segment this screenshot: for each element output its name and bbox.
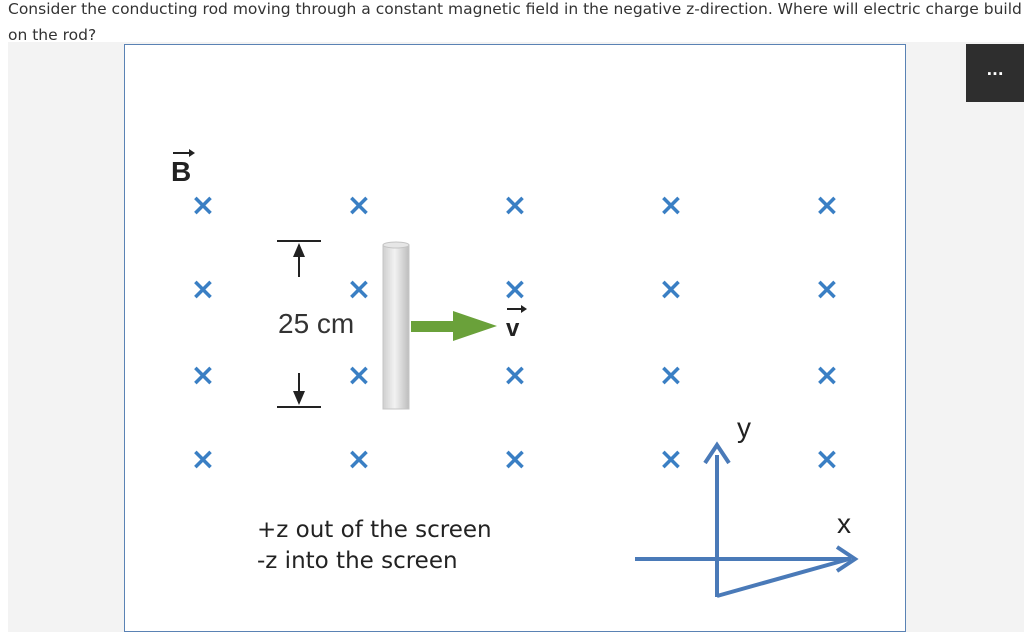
more-options-button[interactable]: ... [966, 44, 1024, 102]
magnetic-field-label: B [171, 149, 195, 187]
length-label: 25 cm [278, 308, 354, 339]
velocity-arrow [411, 311, 497, 341]
field-symbol: B [171, 156, 191, 187]
field-cross-icon: × [190, 358, 215, 393]
field-cross-icon: × [814, 442, 839, 477]
field-cross-icon: × [502, 358, 527, 393]
conducting-rod [382, 241, 410, 410]
field-cross-icon: × [190, 272, 215, 307]
field-cross-icon: × [502, 188, 527, 223]
field-crosses: × × × × × × × × × × × × × × × × × × × × [190, 188, 839, 477]
field-cross-icon: × [814, 188, 839, 223]
field-cross-icon: × [190, 188, 215, 223]
field-cross-icon: × [814, 358, 839, 393]
field-cross-icon: × [346, 358, 371, 393]
y-axis [703, 441, 731, 597]
question-text: Consider the conducting rod moving throu… [8, 0, 1022, 44]
x-axis [635, 545, 859, 573]
note-z-into: -z into the screen [257, 548, 458, 574]
velocity-label: v [506, 305, 527, 342]
field-cross-icon: × [346, 442, 371, 477]
field-cross-icon: × [502, 442, 527, 477]
x-axis-label: x [837, 508, 851, 539]
y-axis-label: y [737, 412, 751, 443]
field-cross-icon: × [502, 272, 527, 307]
physics-figure: B × × × × × × × × × × × × × × × × × × × × 25 cm v [124, 44, 906, 632]
field-cross-icon: × [814, 272, 839, 307]
field-cross-icon: × [658, 358, 683, 393]
field-cross-icon: × [658, 442, 683, 477]
field-cross-icon: × [346, 188, 371, 223]
field-cross-icon: × [658, 188, 683, 223]
length-dimension: 25 cm [277, 240, 354, 408]
field-cross-icon: × [190, 442, 215, 477]
field-cross-icon: × [346, 272, 371, 307]
field-cross-icon: × [658, 272, 683, 307]
velocity-symbol: v [506, 315, 520, 342]
note-z-out: +z out of the screen [257, 517, 492, 543]
coordinate-axes [716, 557, 850, 598]
